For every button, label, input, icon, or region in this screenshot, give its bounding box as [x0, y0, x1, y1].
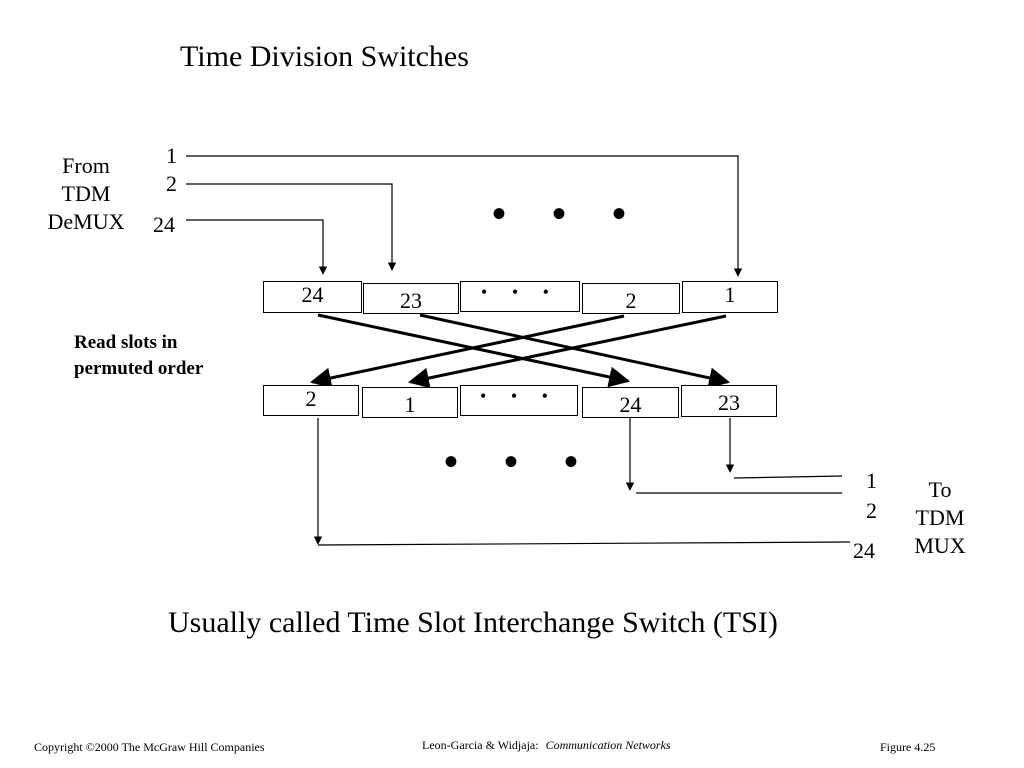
slot-label: 2: [625, 288, 637, 313]
output-ellipsis: • • •: [444, 439, 597, 484]
slot-label: 2: [305, 386, 317, 411]
output-number-1: 1: [866, 468, 877, 493]
input-number-2: 2: [166, 171, 177, 196]
output-label-line: MUX: [914, 533, 966, 558]
slot-label: 1: [724, 282, 736, 307]
top-slot-ellipsis: • • •: [460, 281, 580, 312]
output-label-line: TDM: [915, 505, 965, 530]
input-line-1: [186, 155, 743, 277]
read-label-line: Read slots in: [74, 332, 178, 353]
top-slot-2: 23: [363, 283, 459, 314]
slot-label: 24: [619, 392, 642, 417]
figure-caption: Usually called Time Slot Interchange Swi…: [168, 606, 778, 639]
output-label-line: To: [928, 477, 952, 502]
output-line-1-h: [733, 475, 843, 479]
input-line-24: [186, 219, 328, 275]
slot-label: • • •: [480, 386, 558, 406]
slot-label: 1: [404, 392, 416, 417]
top-slot-1: 24: [263, 281, 362, 313]
read-label-line: permuted order: [74, 358, 204, 379]
input-ellipsis: • • •: [492, 191, 645, 236]
permute-arrow-2: [309, 314, 625, 389]
slot-label: • • •: [481, 282, 559, 302]
footer-figure-number: Figure 4.25: [880, 740, 936, 754]
footer-copyright: Copyright ©2000 The McGraw Hill Companie…: [34, 740, 265, 754]
output-number-2: 2: [866, 498, 877, 523]
input-number-24: 24: [153, 212, 175, 237]
input-number-1: 1: [166, 143, 177, 168]
bottom-slot-1: 2: [263, 385, 359, 416]
footer-book-title: Communication Networks: [545, 738, 671, 752]
input-label-line: TDM: [61, 181, 111, 206]
bottom-slot-5: 23: [681, 385, 777, 417]
bottom-slot-4: 24: [582, 387, 679, 418]
slot-label: 23: [718, 390, 740, 415]
input-label-line: DeMUX: [47, 209, 125, 234]
slot-label: 23: [400, 288, 422, 313]
bottom-slot-ellipsis: • • •: [460, 385, 578, 416]
output-number-24: 24: [853, 538, 875, 563]
footer-citation: Leon-Garcia & Widjaja: Communication Net…: [422, 738, 671, 753]
page-title: Time Division Switches: [180, 40, 469, 73]
slot-label: 24: [301, 282, 324, 307]
footer-authors: Leon-Garcia & Widjaja:: [422, 738, 539, 752]
output-line-24-h: [317, 541, 851, 546]
top-slot-4: 2: [582, 283, 680, 314]
bottom-slot-2: 1: [362, 387, 458, 418]
input-line-2: [186, 183, 397, 271]
input-source-label: From TDM DeMUX: [36, 152, 136, 236]
read-order-label: Read slots in permuted order: [74, 330, 244, 382]
top-slot-5: 1: [682, 281, 778, 313]
input-label-line: From: [62, 153, 110, 178]
permute-arrow-1: [407, 314, 727, 389]
output-destination-label: To TDM MUX: [900, 476, 980, 560]
